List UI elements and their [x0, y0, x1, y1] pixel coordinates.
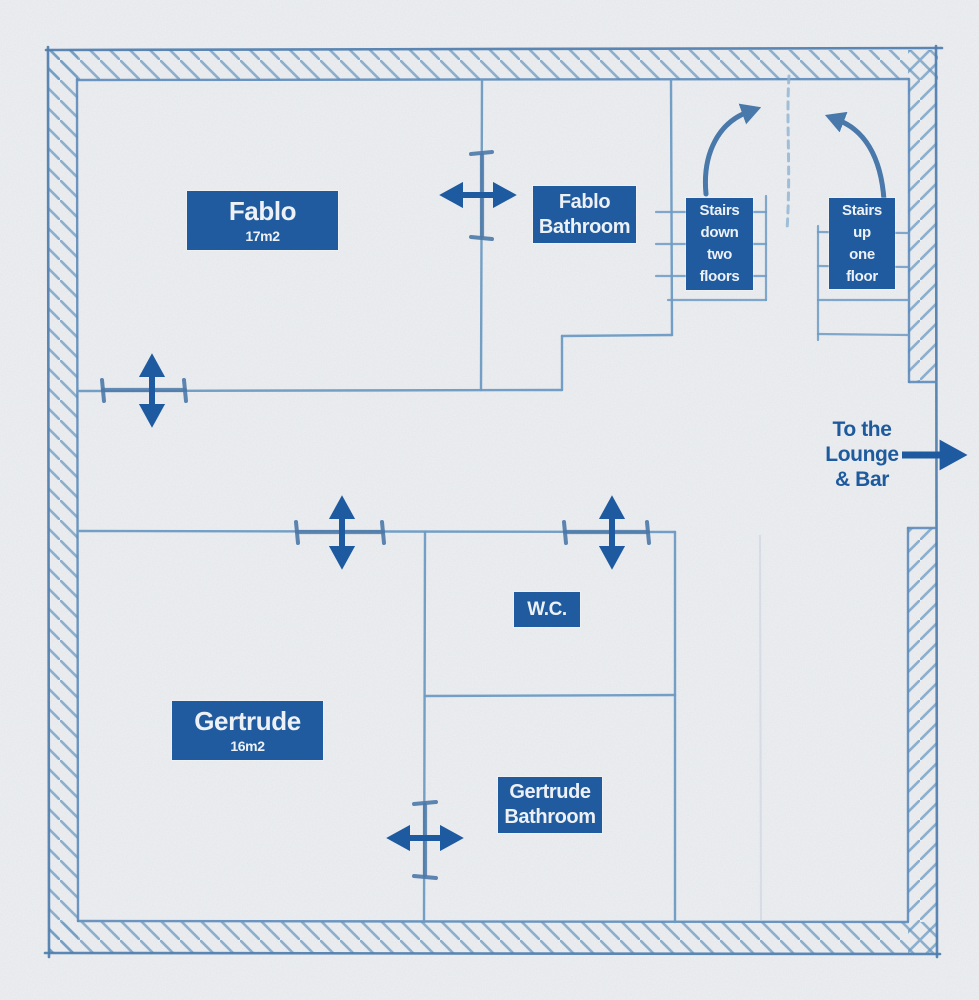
room-area: 16m2	[230, 737, 265, 754]
exit-text-line: & Bar	[834, 468, 890, 491]
wall-wc-south	[423, 693, 677, 698]
room-name-line: Fablo	[558, 190, 611, 213]
stairs-up-label: Stairs up one floor	[829, 198, 895, 289]
stairs	[654, 74, 910, 342]
lounge-exit-text: To the Lounge & Bar	[814, 417, 910, 492]
stairs-label-line: two	[707, 246, 732, 263]
stairs-label-line: one	[849, 245, 875, 263]
paper-crease	[759, 534, 762, 921]
stairs-label-line: Stairs	[699, 202, 740, 219]
room-label-wc: W.C.	[514, 592, 580, 627]
stairs-up-direction-arrow	[824, 111, 887, 203]
exit-text-line: To the	[832, 418, 892, 441]
room-label-fablo: Fablo 17m2	[187, 191, 338, 250]
wall-hatching	[49, 50, 938, 953]
room-label-gertrude: Gertrude 16m2	[172, 701, 323, 760]
wall-step-horizontal	[560, 333, 674, 338]
stairs-label-line: down	[700, 224, 739, 241]
stair-divider-dashed-line	[785, 74, 791, 232]
stairs-label-line: up	[853, 223, 871, 241]
stairs-down-direction-arrow	[702, 103, 762, 197]
room-name: Fablo	[228, 196, 297, 226]
stairs-label-line: floor	[846, 267, 878, 285]
stairs-label-line: Stairs	[842, 201, 882, 219]
exit-text-line: Lounge	[825, 443, 899, 466]
room-name: Gertrude	[194, 706, 301, 736]
door-arrows	[138, 181, 968, 852]
exterior-walls	[43, 44, 944, 959]
room-area: 17m2	[245, 227, 280, 244]
wall-corridor-west	[669, 78, 674, 337]
room-name-line: Bathroom	[504, 806, 596, 828]
room-label-gertrude-bathroom: Gertrude Bathroom	[498, 777, 602, 833]
stairs-label-line: floors	[699, 268, 740, 285]
room-name: W.C.	[527, 598, 567, 620]
room-label-fablo-bathroom: Fablo Bathroom	[533, 186, 636, 243]
stairs-down-label: Stairs down two floors	[686, 198, 753, 290]
room-name-line: Bathroom	[538, 215, 631, 238]
room-name-line: Gertrude	[509, 781, 591, 803]
